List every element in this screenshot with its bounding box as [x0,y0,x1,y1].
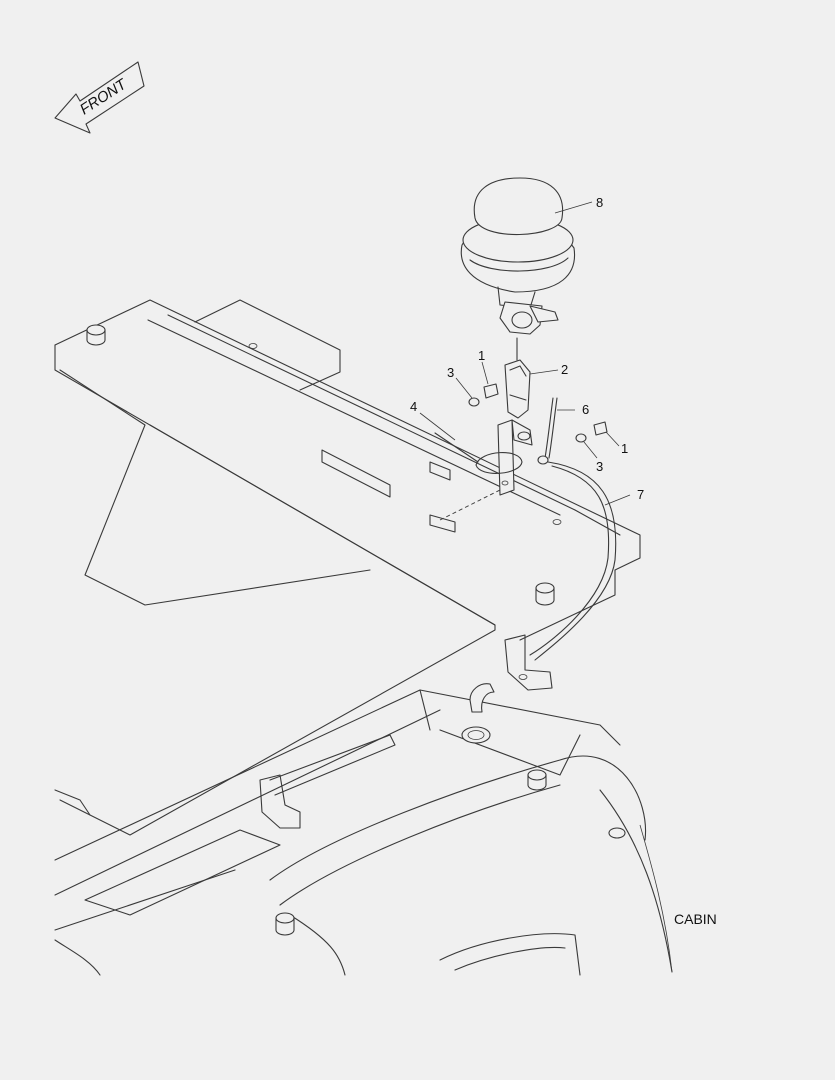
washer-part-3-left [468,397,480,407]
beacon-lamp-part-8 [460,177,576,335]
callout-6: 6 [582,402,589,417]
ground-wire-part-6 [537,397,558,465]
bracket-part-4 [434,419,533,496]
bolt-part-1-right [593,421,608,436]
callout-1-right: 1 [621,441,628,456]
callout-leaders [419,201,673,973]
front-direction-arrow: FRONT [54,61,145,134]
alignment-dashed-line [439,489,501,521]
cabin-label: CABIN [674,911,717,927]
callout-3-left: 3 [447,365,454,380]
washer-part-3-right [575,433,587,443]
harness-part-7 [469,461,617,713]
callout-1-left: 1 [478,348,485,363]
callout-4: 4 [410,399,417,414]
mount-tube-part-2 [504,337,531,419]
bolt-part-1-left [483,383,499,399]
callout-8: 8 [596,195,603,210]
callout-3-right: 3 [596,459,603,474]
callout-7: 7 [637,487,644,502]
cabin-roof-structure [54,299,673,976]
callout-2: 2 [561,362,568,377]
